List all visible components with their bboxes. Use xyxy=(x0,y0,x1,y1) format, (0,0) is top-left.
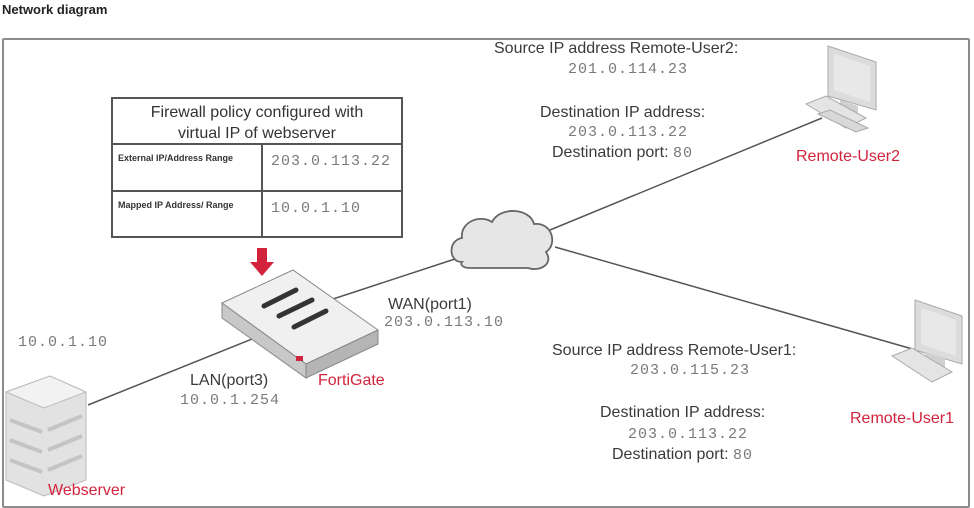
wan-port-ip: 203.0.113.10 xyxy=(384,314,505,331)
remote-user1-port: Destination port: 80 xyxy=(612,446,753,464)
remote-user1-source-ip: 203.0.115.23 xyxy=(630,362,751,379)
wan-port-label: WAN(port1) xyxy=(388,296,472,313)
policy-heading: Firewall policy configured with virtual … xyxy=(113,99,401,145)
link-cloud-remote-user1 xyxy=(554,246,931,355)
link-webserver-fortigate xyxy=(87,334,263,406)
link-cloud-remote-user2 xyxy=(549,117,823,231)
remote-user2-source-ip: 201.0.114.23 xyxy=(568,61,689,78)
diagram-title: Network diagram xyxy=(2,2,108,17)
policy-row: Mapped IP Address/ Range 10.0.1.10 xyxy=(113,190,401,237)
policy-heading-line1: Firewall policy configured with xyxy=(150,104,364,121)
arrow-down-icon xyxy=(250,248,274,276)
policy-key: External IP/Address Range xyxy=(113,145,263,190)
policy-key: Mapped IP Address/ Range xyxy=(113,192,263,237)
remote-user1-source-label: Source IP address Remote-User1: xyxy=(552,342,797,359)
port-value: 80 xyxy=(732,447,753,464)
webserver-label: Webserver xyxy=(48,482,126,499)
link-fortigate-cloud xyxy=(329,257,459,301)
remote-user2-label: Remote-User2 xyxy=(796,148,901,165)
remote-user1-dest-ip: 203.0.113.22 xyxy=(628,426,749,443)
remote-user1-label: Remote-User1 xyxy=(850,410,955,427)
computer-icon xyxy=(890,299,963,383)
remote-user2-port: Destination port: 80 xyxy=(552,144,693,162)
firewall-icon xyxy=(221,269,379,379)
remote-user1-dest-label: Destination IP address: xyxy=(600,404,766,421)
firewall-policy-table: Firewall policy configured with virtual … xyxy=(111,97,403,238)
computer-icon xyxy=(804,45,877,133)
policy-value: 10.0.1.10 xyxy=(271,200,362,217)
port-label: Destination port: xyxy=(552,144,669,161)
remote-user2-dest-label: Destination IP address: xyxy=(540,104,706,121)
lan-port-label: LAN(port3) xyxy=(190,372,269,389)
webserver-ip: 10.0.1.10 xyxy=(18,334,109,351)
remote-user2-dest-ip: 203.0.113.22 xyxy=(568,124,689,141)
server-icon xyxy=(4,375,88,497)
policy-heading-line2: virtual IP of webserver xyxy=(178,125,336,142)
port-label: Destination port: xyxy=(612,446,729,463)
remote-user2-source-label: Source IP address Remote-User2: xyxy=(494,40,739,57)
port-value: 80 xyxy=(672,145,693,162)
lan-port-ip: 10.0.1.254 xyxy=(180,392,281,409)
policy-value: 203.0.113.22 xyxy=(271,153,392,170)
fortigate-label: FortiGate xyxy=(318,372,385,389)
cloud-icon xyxy=(450,210,554,270)
policy-row: External IP/Address Range 203.0.113.22 xyxy=(113,145,401,190)
